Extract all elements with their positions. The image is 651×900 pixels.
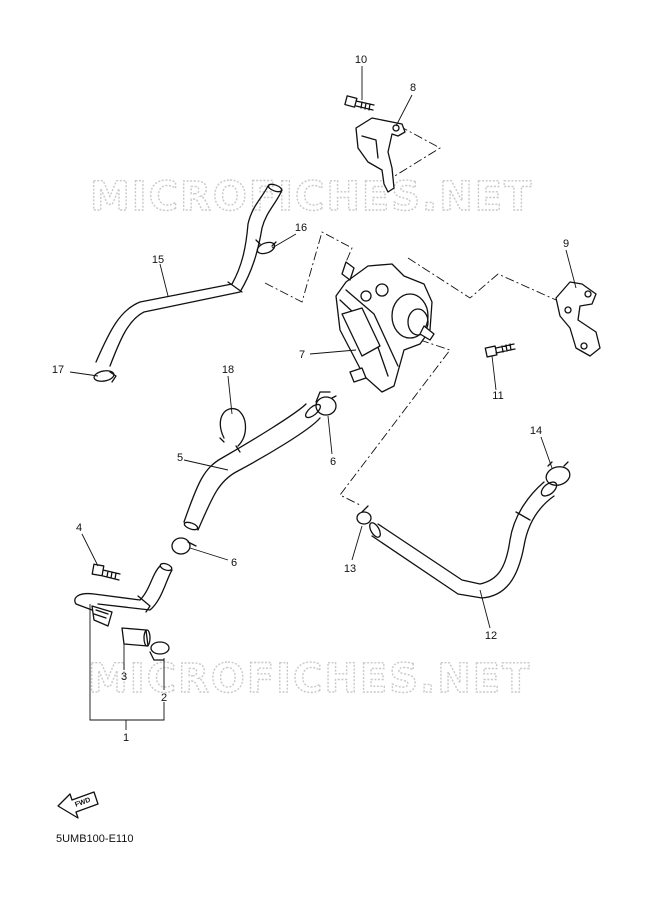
callout-9: 9 <box>563 238 569 250</box>
callout-17: 17 <box>52 364 64 376</box>
callout-numbers: 1 2 3 4 5 6 6 7 8 9 10 11 12 13 14 15 16… <box>52 54 569 744</box>
callout-15: 15 <box>152 254 164 266</box>
clamp-6-upper <box>315 391 337 416</box>
callout-2: 2 <box>161 692 167 704</box>
callout-14: 14 <box>530 425 542 437</box>
fwd-arrow-icon: FWD <box>57 791 99 819</box>
watermark-top: MICROFICHES.NET <box>90 174 533 220</box>
clamp-6-lower <box>171 537 197 555</box>
callout-5: 5 <box>177 452 183 464</box>
leader-lines <box>69 66 577 730</box>
callout-10: 10 <box>355 54 367 66</box>
valve-assembly-7 <box>335 261 435 393</box>
callout-6-lower: 6 <box>231 557 237 569</box>
callout-3: 3 <box>121 671 127 683</box>
hose-12 <box>369 481 558 599</box>
callout-1: 1 <box>123 732 129 744</box>
collar-3 <box>121 627 151 647</box>
hose-5 <box>183 403 322 531</box>
clamp-17 <box>93 370 117 383</box>
callout-6-upper: 6 <box>330 456 336 468</box>
callout-4: 4 <box>76 522 82 534</box>
bolt-11 <box>484 343 516 358</box>
bolt-10 <box>344 95 375 111</box>
callout-8: 8 <box>410 82 416 94</box>
assembly-lines <box>264 121 557 506</box>
callout-11: 11 <box>492 390 503 402</box>
callout-18: 18 <box>222 364 234 376</box>
pipe-assembly-1 <box>74 562 173 627</box>
clip-18 <box>219 408 247 453</box>
drawing-code: 5UMB100-E110 <box>56 833 133 845</box>
bracket-8 <box>355 117 406 193</box>
bolt-4 <box>91 563 121 581</box>
hose-15 <box>95 183 283 367</box>
callout-12: 12 <box>485 630 497 642</box>
clamp-2 <box>149 641 170 661</box>
clamp-14 <box>545 461 571 486</box>
clamp-13 <box>356 505 372 525</box>
callout-16: 16 <box>295 222 307 234</box>
callout-13: 13 <box>344 563 356 575</box>
watermark-bottom: MICROFICHES.NET <box>88 656 531 702</box>
callout-7: 7 <box>299 349 305 361</box>
bracket-9 <box>555 281 601 357</box>
